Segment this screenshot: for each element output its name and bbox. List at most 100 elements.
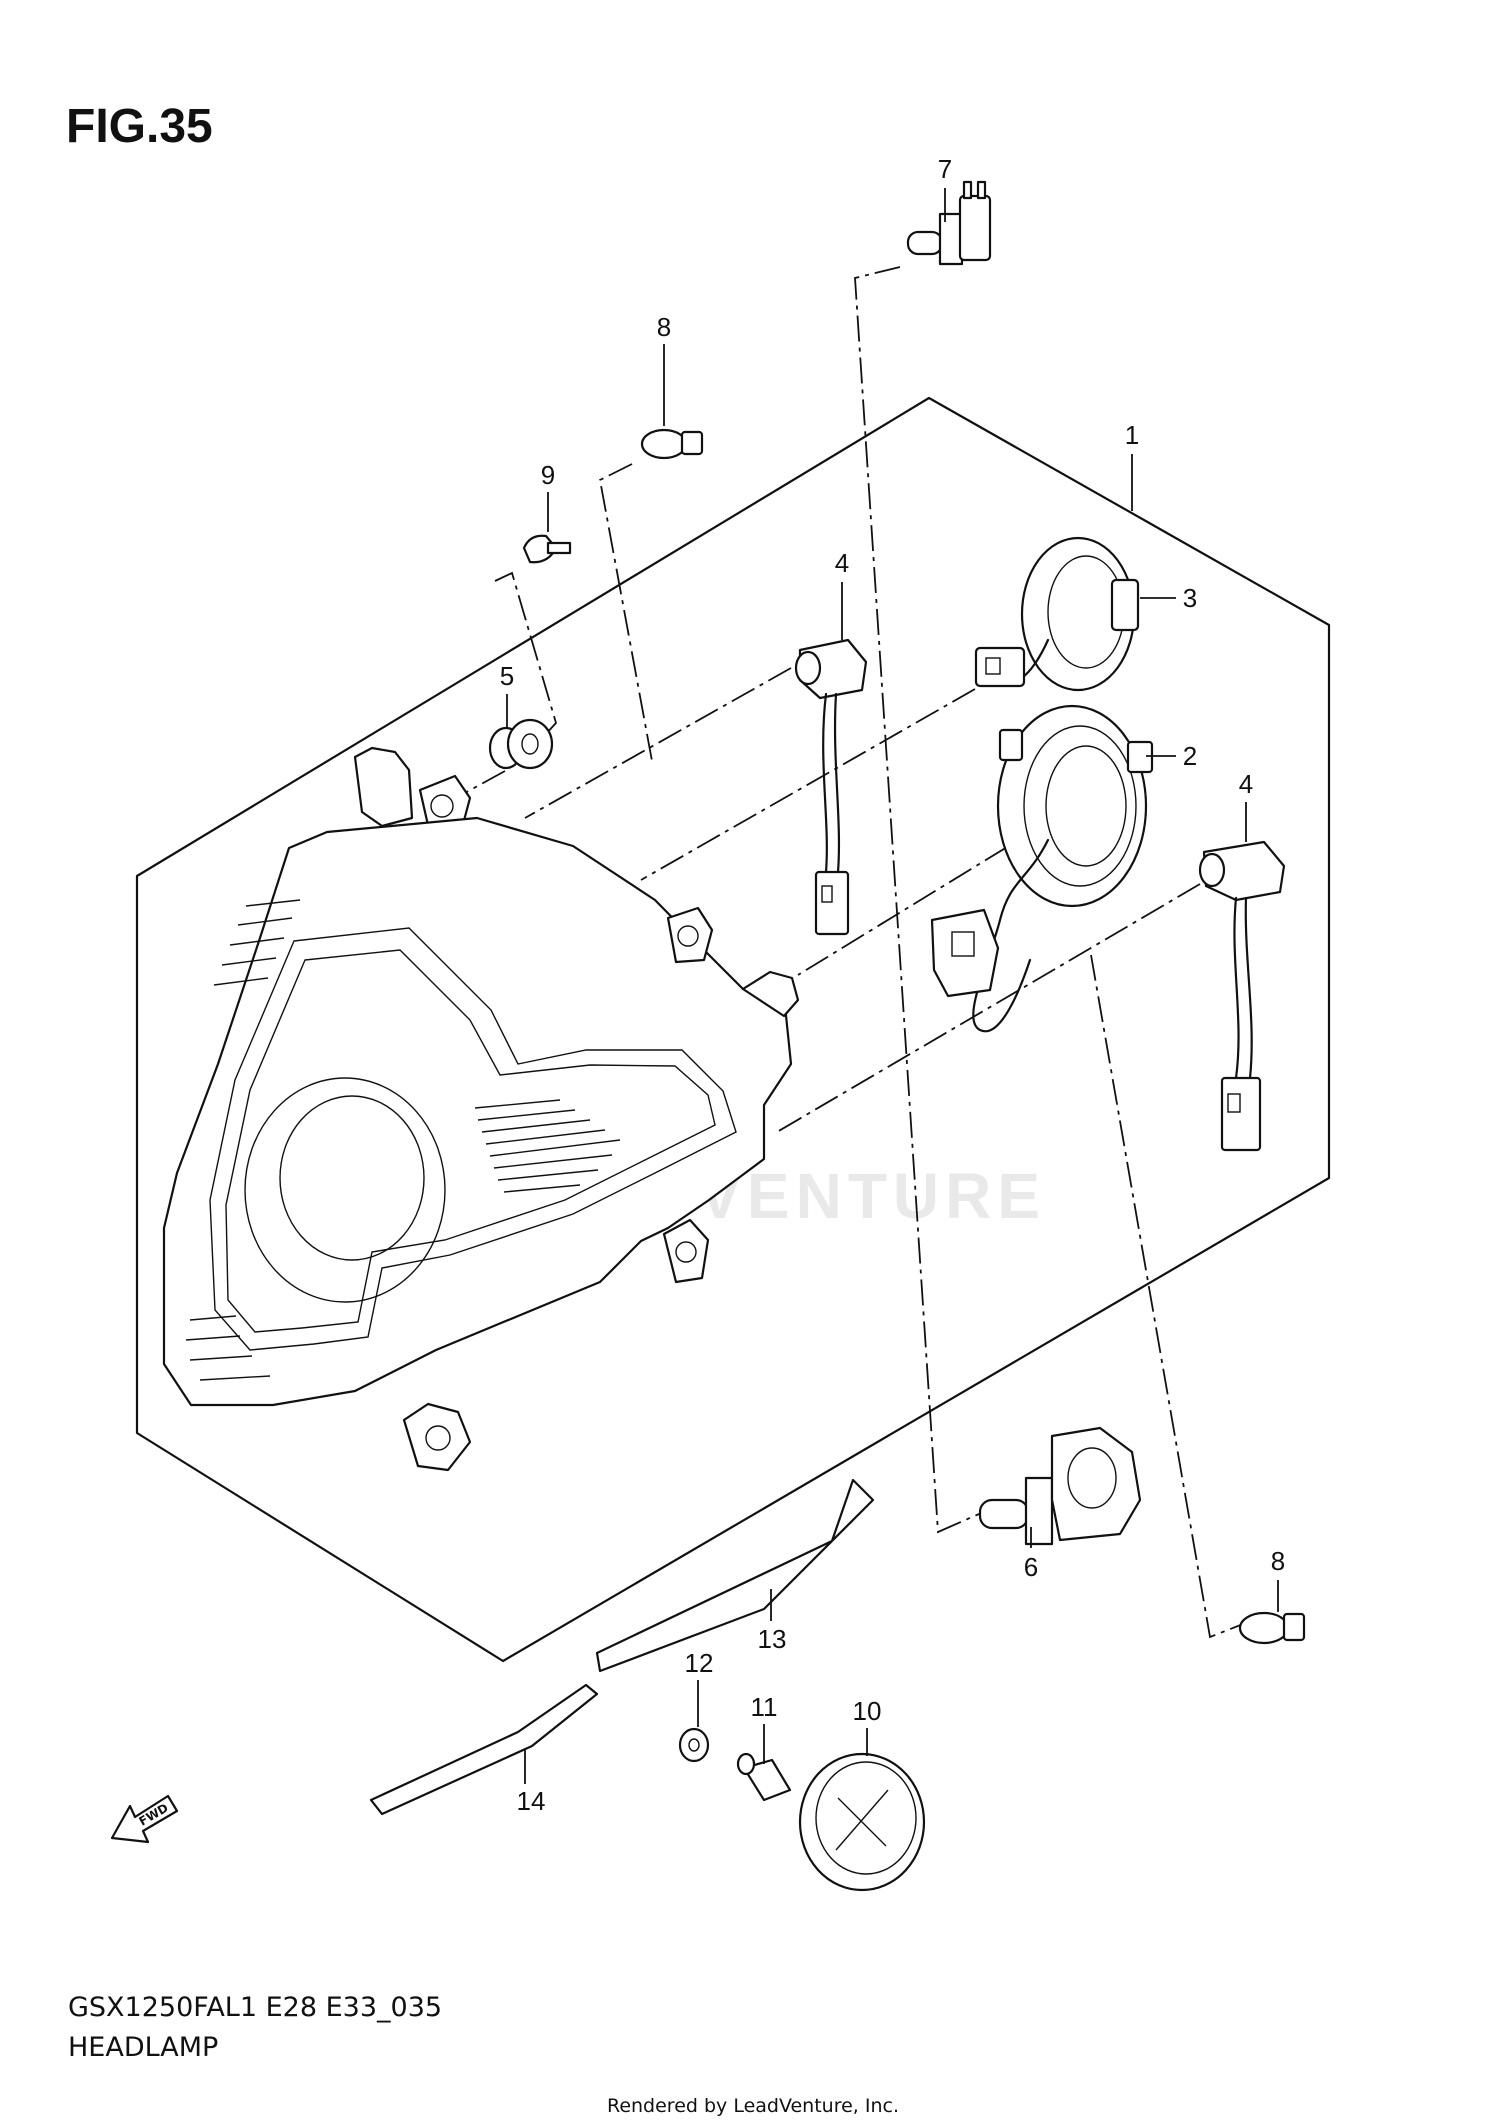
bulb-6 xyxy=(978,1426,1142,1546)
cap-10 xyxy=(798,1752,926,1892)
mount-hole xyxy=(430,794,454,818)
bulb-7-collar xyxy=(938,212,964,266)
fwd-arrow-icon: FWD xyxy=(110,1794,179,1844)
cap-10-rim xyxy=(815,1761,917,1875)
explode-line-holder-3 xyxy=(640,688,976,881)
holder-2-tab xyxy=(1126,740,1154,774)
socket-4-left xyxy=(794,638,868,936)
callout-numbers: 7 8 1 9 4 3 5 2 4 6 8 13 12 11 10 14 xyxy=(500,154,1285,1816)
callout-9: 9 xyxy=(541,460,555,490)
holder-2-inner xyxy=(1023,725,1137,887)
pin-11-end xyxy=(736,1752,756,1776)
housing-bezel xyxy=(209,927,737,1351)
washer-12-hole xyxy=(688,1738,700,1752)
socket-4-right-body xyxy=(1202,840,1286,902)
bulb-7-base xyxy=(958,194,992,262)
mount-tab-lower-right xyxy=(662,1218,710,1284)
explode-line-screw-9 xyxy=(494,571,558,738)
explode-line-holder-2 xyxy=(797,824,1044,976)
bulb-6-flange xyxy=(1067,1447,1117,1509)
callout-leaders xyxy=(506,188,1279,1784)
bulb-7 xyxy=(906,180,992,266)
explode-line-bulb-7 xyxy=(854,266,980,1534)
holder-2-connector xyxy=(930,908,1000,998)
socket-4-left-lamp xyxy=(794,650,822,686)
callout-4-right: 4 xyxy=(1239,769,1253,799)
socket-4-left-wire xyxy=(822,692,828,874)
render-credit: Rendered by LeadVenture, Inc. xyxy=(607,2095,899,2117)
callout-8-lower: 8 xyxy=(1271,1546,1285,1576)
callout-8-upper: 8 xyxy=(657,312,671,342)
socket-4-left-connector xyxy=(814,870,850,936)
mount-hole xyxy=(675,1241,697,1263)
bulb-8-lower xyxy=(1238,1611,1306,1645)
socket-4-right-lamp xyxy=(1198,852,1226,888)
callout-14: 14 xyxy=(517,1786,546,1816)
bulb-7-prong xyxy=(962,180,973,200)
callout-11: 11 xyxy=(751,1692,778,1722)
explode-lines xyxy=(442,266,1249,1639)
mount-tab-top xyxy=(353,746,414,828)
socket-4-left-wire xyxy=(833,692,841,874)
screw-9-shank xyxy=(546,541,572,555)
callout-6: 6 xyxy=(1024,1552,1038,1582)
bulb-8-lower-base xyxy=(1282,1612,1306,1642)
explode-line-bulb-8-upper xyxy=(598,463,653,762)
bulb-8-upper-base xyxy=(680,430,704,456)
callout-13: 13 xyxy=(758,1624,787,1654)
callout-1: 1 xyxy=(1125,420,1139,450)
grommet-5-hole xyxy=(521,733,539,755)
callout-10: 10 xyxy=(853,1696,882,1726)
holder-2 xyxy=(930,704,1154,1033)
socket-4-right xyxy=(1198,840,1286,1152)
holder-2-pin xyxy=(951,931,975,957)
screw-9 xyxy=(522,534,572,564)
bulb-7-glass xyxy=(906,230,944,256)
washer-12-outer xyxy=(678,1727,710,1763)
callout-4-left: 4 xyxy=(835,548,849,578)
callout-12: 12 xyxy=(685,1648,714,1678)
callout-2: 2 xyxy=(1183,741,1197,771)
mount-tab-bottom xyxy=(402,1402,472,1472)
callout-5: 5 xyxy=(500,661,514,691)
bulb-6-glass xyxy=(978,1498,1030,1530)
reflector-outer xyxy=(244,1077,446,1303)
pin-11 xyxy=(736,1752,792,1802)
trim-strip-14 xyxy=(369,1683,599,1816)
mount-hole xyxy=(425,1425,451,1451)
lens-hatching xyxy=(185,899,621,1381)
mount-tab-right xyxy=(666,906,714,964)
callout-7: 7 xyxy=(938,154,952,184)
adjuster-boss xyxy=(741,970,800,1018)
bulb-8-upper xyxy=(640,428,704,460)
socket-4-right-wire xyxy=(1233,896,1240,1080)
figure-title: FIG.35 xyxy=(66,100,213,153)
socket-4-right-pin xyxy=(1227,1093,1241,1113)
holder-3 xyxy=(974,536,1140,692)
callout-3: 3 xyxy=(1183,583,1197,613)
assembly-boundary xyxy=(135,396,1331,1663)
grommet-5 xyxy=(488,718,554,770)
explode-line-socket-4-left xyxy=(524,667,792,819)
housing-shell xyxy=(162,816,793,1407)
holder-3-pin xyxy=(985,657,1001,675)
bulb-7-prong xyxy=(976,180,987,200)
holder-2-socket xyxy=(1045,745,1127,867)
trim-strip-13 xyxy=(595,1478,875,1673)
headlamp-housing xyxy=(162,746,800,1472)
washer-12 xyxy=(678,1727,710,1763)
bulb-6-collar xyxy=(1024,1476,1054,1546)
holder-3-tab xyxy=(1110,578,1140,632)
holder-2-tab xyxy=(998,728,1024,762)
reflector-inner xyxy=(279,1095,425,1261)
explode-line-bulb-8-lower xyxy=(1090,954,1249,1639)
bulb-6-base xyxy=(1050,1426,1142,1542)
socket-4-right-connector xyxy=(1220,1076,1262,1152)
section-name: HEADLAMP xyxy=(68,2032,218,2063)
cap-10-cross-mark xyxy=(835,1789,889,1851)
bulb-8-upper-glass xyxy=(640,428,688,460)
housing-bezel-inner xyxy=(225,949,716,1333)
mount-hole xyxy=(677,925,699,947)
socket-4-right-wire xyxy=(1244,896,1253,1080)
